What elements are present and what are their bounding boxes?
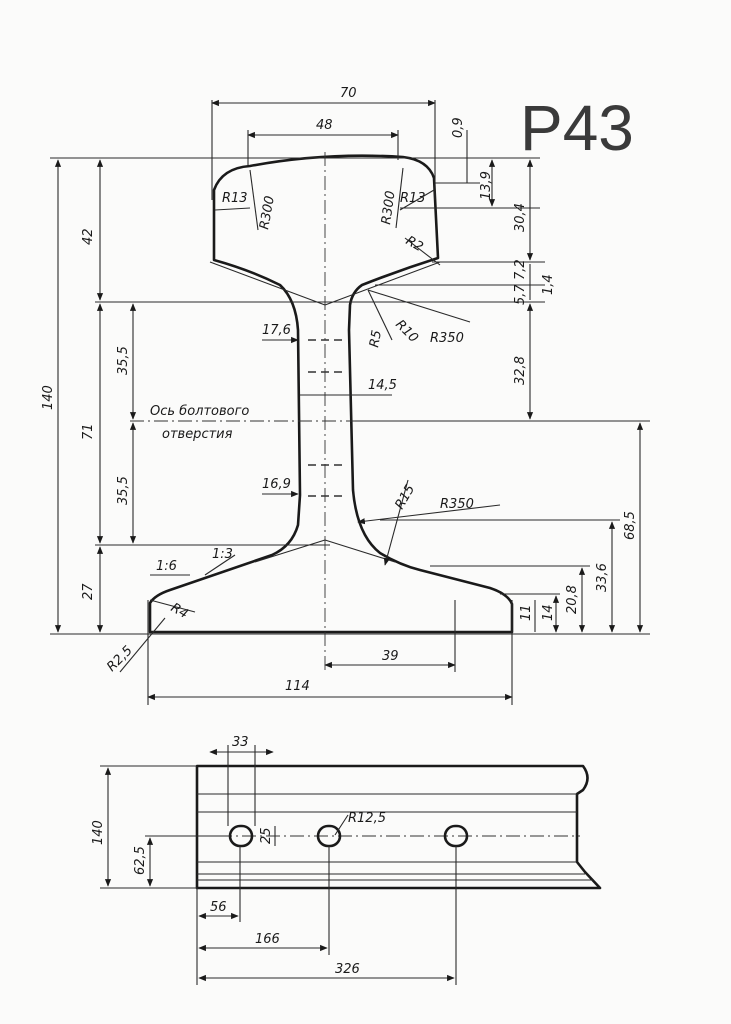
dim-side-140: 140 [91, 820, 106, 845]
bolt-axis-label-line1: Ось болтового [150, 404, 249, 419]
leader-slope-1-3 [204, 554, 236, 576]
leader-r25 [119, 617, 166, 673]
label-r5: R5 [367, 329, 385, 349]
dim-62-5: 62,5 [133, 846, 148, 875]
label-r4: R4 [168, 600, 190, 622]
dim-1-4: 1,4 [541, 274, 556, 295]
dim-42: 42 [81, 228, 96, 245]
dim-71: 71 [81, 423, 96, 440]
dim-68-5: 68,5 [623, 511, 638, 540]
label-r12-5: R12,5 [348, 811, 386, 826]
leader-r15 [383, 479, 409, 566]
dim-70: 70 [340, 86, 357, 101]
side-view-outline [195, 764, 602, 890]
rail-profile-outline [148, 154, 514, 634]
dim-14-5: 14,5 [368, 378, 397, 393]
bolt-axis-label-line2: отверстия [162, 427, 233, 442]
dim-39: 39 [382, 649, 399, 664]
drawing-title: Р43 [520, 92, 634, 164]
dim-14: 14 [541, 604, 556, 621]
construction-line [324, 539, 396, 563]
label-r300-left: R300 [257, 195, 278, 231]
dim-17-6: 17,6 [262, 323, 291, 338]
label-r13-left: R13 [222, 191, 248, 206]
leader-r350-lower [357, 504, 501, 525]
construction-line [324, 261, 441, 306]
construction-line [209, 261, 326, 306]
label-slope-1-3: 1:3 [212, 547, 233, 562]
dim-13-9: 13,9 [479, 171, 494, 200]
dim-16-9: 16,9 [262, 477, 291, 492]
dim-32-8: 32,8 [513, 356, 528, 385]
dim-7-2: 7,2 [513, 259, 528, 280]
dim-27: 27 [81, 583, 96, 600]
dim-326: 326 [335, 962, 360, 977]
dim-20-8: 20,8 [565, 585, 580, 614]
label-r350-upper: R350 [430, 331, 464, 346]
leader-r300-left [249, 169, 259, 231]
label-r350-lower: R350 [440, 497, 474, 512]
label-r15: R15 [392, 482, 418, 512]
dim-0-9: 0,9 [451, 117, 466, 138]
leader-r4 [149, 599, 196, 613]
leader-r2 [404, 237, 441, 266]
leader-r13-right [399, 189, 435, 211]
dim-35-5-upper: 35,5 [116, 346, 131, 375]
construction-line [254, 539, 326, 563]
label-r10: R10 [392, 317, 421, 346]
label-r300-right: R300 [379, 190, 399, 226]
label-r2: R2 [403, 233, 425, 255]
label-r13-right: R13 [400, 191, 426, 206]
dim-5-7: 5,7 [513, 284, 528, 305]
dim-140: 140 [41, 385, 56, 410]
leader-r13-left [214, 207, 251, 211]
label-slope-1-6: 1:6 [156, 559, 177, 574]
dim-30-4: 30,4 [513, 203, 528, 232]
leader-r12-5 [334, 814, 349, 836]
dim-33: 33 [232, 735, 249, 750]
dim-56: 56 [210, 900, 227, 915]
dim-48: 48 [316, 118, 333, 133]
dim-25: 25 [259, 827, 274, 844]
dim-114: 114 [285, 679, 310, 694]
dim-33-6: 33,6 [595, 563, 610, 592]
dim-35-5-lower: 35,5 [116, 476, 131, 505]
leader-r300-right [395, 167, 404, 229]
leader-r10 [367, 289, 393, 341]
dim-166: 166 [255, 932, 280, 947]
dim-11: 11 [519, 604, 534, 621]
leader-r350-upper [367, 289, 471, 323]
